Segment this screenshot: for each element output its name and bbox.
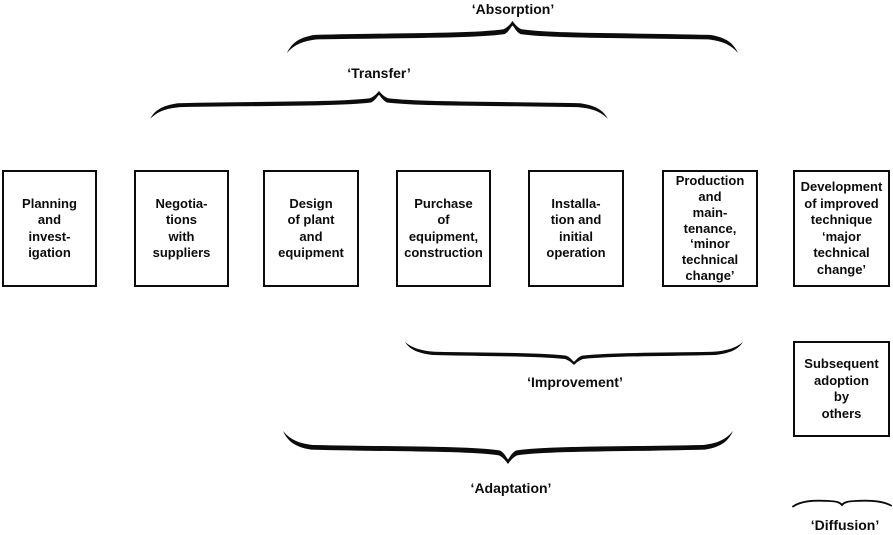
stage-label: Purchase of equipment, construction bbox=[404, 195, 483, 261]
diffusion-label: ‘Diffusion’ bbox=[810, 517, 880, 533]
stage-box-planning: Planning and invest- igation bbox=[2, 170, 97, 287]
stage-label: Subsequent adoption by others bbox=[804, 356, 879, 421]
stage-label: Installa- tion and initial operation bbox=[546, 195, 606, 261]
absorption-brace-icon bbox=[287, 21, 738, 53]
stage-box-development: Development of improved technique ‘major… bbox=[793, 170, 890, 287]
transfer-brace-icon bbox=[150, 91, 608, 119]
stage-label: Planning and invest- igation bbox=[22, 195, 77, 261]
absorption-label: ‘Absorption’ bbox=[471, 1, 555, 17]
subsequent-adoption-box: Subsequent adoption by others bbox=[793, 341, 890, 437]
transfer-label: ‘Transfer’ bbox=[347, 65, 411, 81]
stage-label: Development of improved technique ‘major… bbox=[800, 179, 883, 277]
stage-box-negotiations: Negotia- tions with suppliers bbox=[134, 170, 229, 287]
stage-box-purchase: Purchase of equipment, construction bbox=[396, 170, 491, 287]
improvement-brace-icon bbox=[405, 342, 743, 365]
stage-label: Negotia- tions with suppliers bbox=[152, 195, 211, 261]
stage-box-production: Production and main- tenance, ‘minor tec… bbox=[662, 170, 758, 287]
stage-box-installation: Installa- tion and initial operation bbox=[528, 170, 624, 287]
diffusion-squiggle-icon bbox=[792, 499, 892, 508]
adaptation-label: ‘Adaptation’ bbox=[470, 480, 552, 496]
stage-label: Production and main- tenance, ‘minor tec… bbox=[675, 173, 745, 283]
improvement-label: ‘Improvement’ bbox=[527, 374, 623, 390]
adaptation-brace-icon bbox=[283, 431, 733, 464]
stage-box-design: Design of plant and equipment bbox=[263, 170, 359, 287]
stage-label: Design of plant and equipment bbox=[278, 195, 344, 261]
